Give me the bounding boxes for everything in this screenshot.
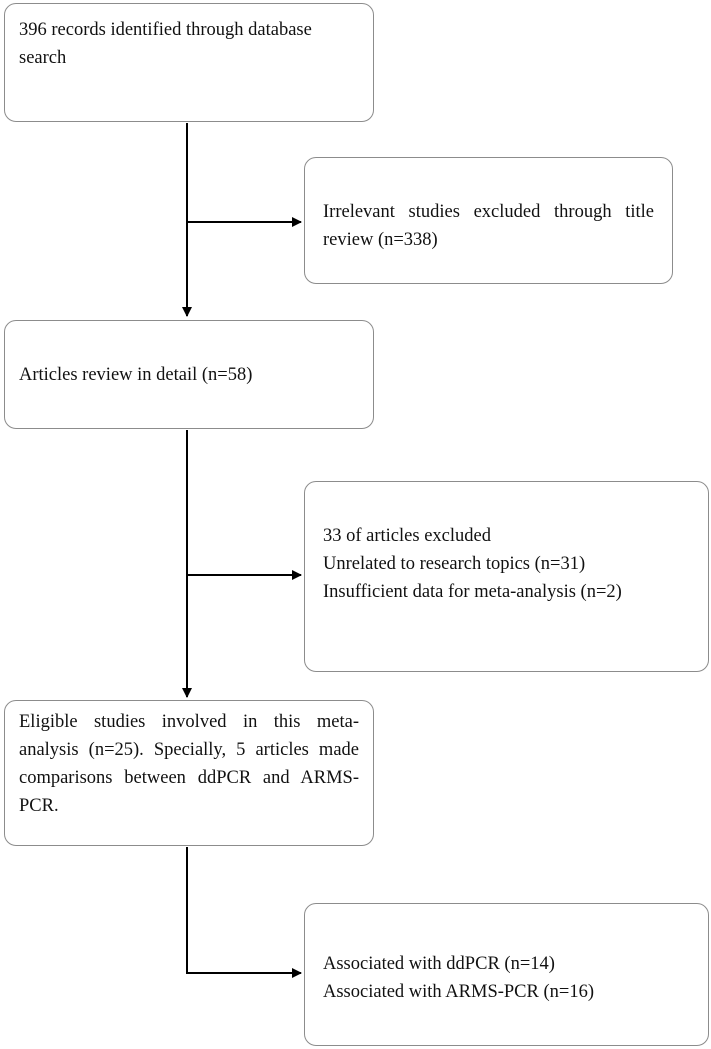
excluded-title-review-text: Irrelevant studies excluded through titl…: [323, 202, 654, 250]
articles-review-box: Articles review in detail (n=58): [4, 320, 374, 429]
associated-box: Associated with ddPCR (n=14) Associated …: [304, 903, 709, 1046]
associated-ddpcr: Associated with ddPCR (n=14): [323, 954, 555, 974]
associated-arms-pcr: Associated with ARMS-PCR (n=16): [323, 982, 594, 1002]
eligible-studies-text: Eligible studies involved in this meta-a…: [19, 712, 359, 816]
arrow-eligible-to-associated: [186, 847, 302, 978]
articles-review-text: Articles review in detail (n=58): [19, 365, 253, 385]
eligible-studies-box: Eligible studies involved in this meta-a…: [4, 700, 374, 846]
identified-records-box: 396 records identified through database …: [4, 3, 374, 122]
excluded-title-review-box: Irrelevant studies excluded through titl…: [304, 157, 673, 284]
identified-records-text: 396 records identified through database …: [19, 20, 312, 68]
excluded-unrelated: Unrelated to research topics (n=31): [323, 554, 586, 574]
excluded-articles-count: 33 of articles excluded: [323, 526, 491, 546]
excluded-insufficient-data: Insufficient data for meta-analysis (n=2…: [323, 582, 622, 602]
excluded-articles-box: 33 of articles excluded Unrelated to res…: [304, 481, 709, 672]
